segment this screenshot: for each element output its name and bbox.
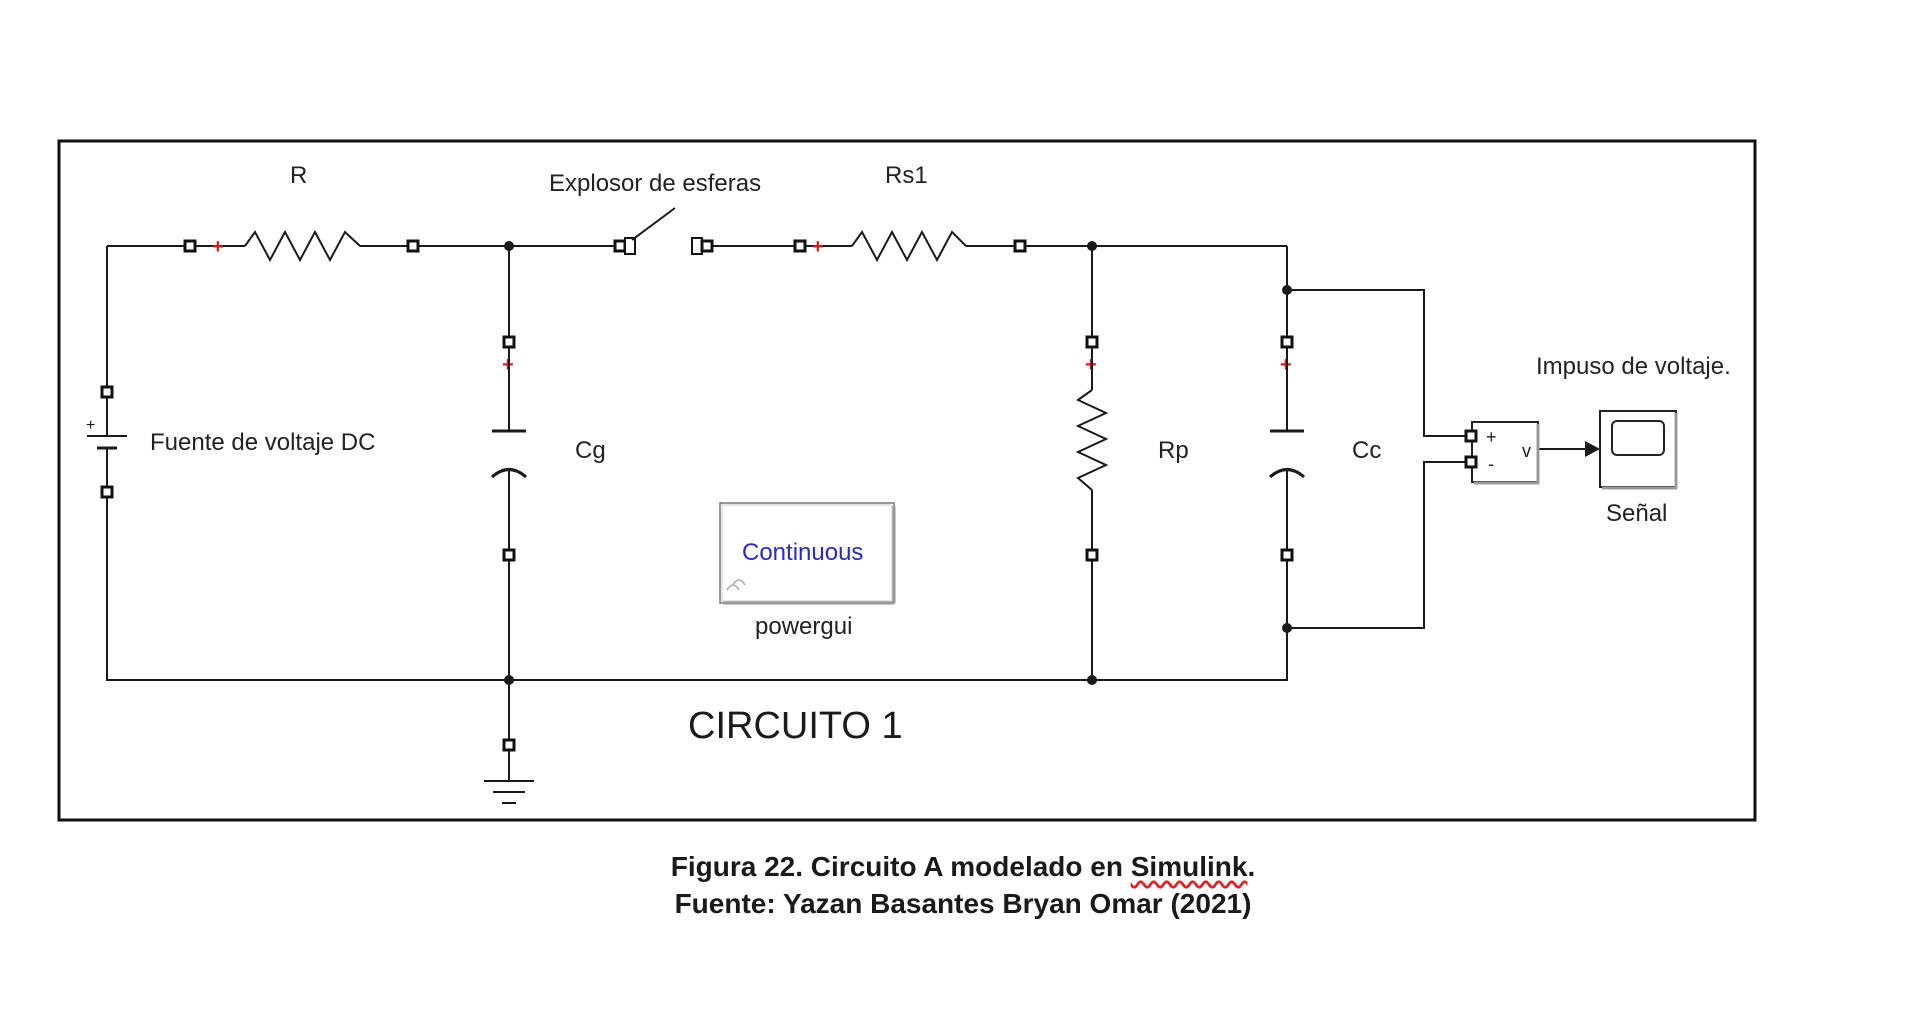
label-spark-gap: Explosor de esferas	[549, 170, 761, 197]
scope-block[interactable]	[1599, 410, 1678, 490]
circuit-title: CIRCUITO 1	[688, 705, 903, 747]
label-dc-source: Fuente de voltaje DC	[150, 429, 375, 456]
junction-dots	[504, 241, 1292, 685]
svg-text:+: +	[212, 236, 224, 258]
spark-gap[interactable]	[613, 207, 714, 255]
resistor-rs1[interactable]: +	[793, 229, 1027, 263]
caption-word-simulink: Simulink	[1130, 851, 1248, 882]
caption-line-1-end: .	[1247, 851, 1256, 882]
vm-minus: -	[1488, 454, 1494, 474]
capacitor-cg[interactable]: +	[491, 335, 527, 562]
svg-text:+: +	[812, 236, 824, 258]
scope-screen-icon	[1611, 420, 1665, 456]
dc-source[interactable]: +	[86, 385, 127, 499]
vm-plus: +	[1486, 427, 1497, 447]
svg-text:+: +	[502, 354, 514, 376]
ground-symbol	[484, 738, 534, 804]
wire-left	[106, 246, 1288, 681]
figure-caption: Figura 22. Circuito A modelado en Simuli…	[0, 848, 1926, 922]
label-cg: Cg	[575, 437, 606, 464]
vm-v: v	[1522, 441, 1531, 461]
label-cc: Cc	[1352, 437, 1381, 464]
link-icon	[726, 579, 746, 591]
svg-text:+: +	[1280, 354, 1292, 376]
label-scope: Señal	[1606, 500, 1667, 527]
caption-line-2: Fuente: Yazan Basantes Bryan Omar (2021)	[674, 888, 1252, 919]
wire-vm	[1287, 289, 1466, 629]
signal-arrow	[1585, 441, 1600, 457]
src-plus: +	[86, 417, 95, 434]
label-powergui: powergui	[755, 613, 852, 640]
label-rp: Rp	[1158, 437, 1189, 464]
capacitor-cc[interactable]: +	[1269, 335, 1305, 562]
caption-line-1: Figura 22. Circuito A modelado en Simuli…	[0, 848, 1926, 885]
powergui-block[interactable]: Continuous	[719, 502, 896, 605]
label-rs1: Rs1	[885, 162, 928, 189]
voltage-measurement-block[interactable]: + - v	[1464, 421, 1540, 485]
caption-line-1-text: Figura 22. Circuito A modelado en	[670, 851, 1131, 882]
resistor-rp[interactable]: +	[1075, 335, 1109, 562]
resistor-r[interactable]: +	[183, 229, 420, 263]
powergui-block-text: Continuous	[742, 539, 863, 566]
label-impulse: Impuso de voltaje.	[1536, 353, 1731, 380]
svg-text:+: +	[1085, 354, 1097, 376]
label-r: R	[290, 162, 307, 189]
